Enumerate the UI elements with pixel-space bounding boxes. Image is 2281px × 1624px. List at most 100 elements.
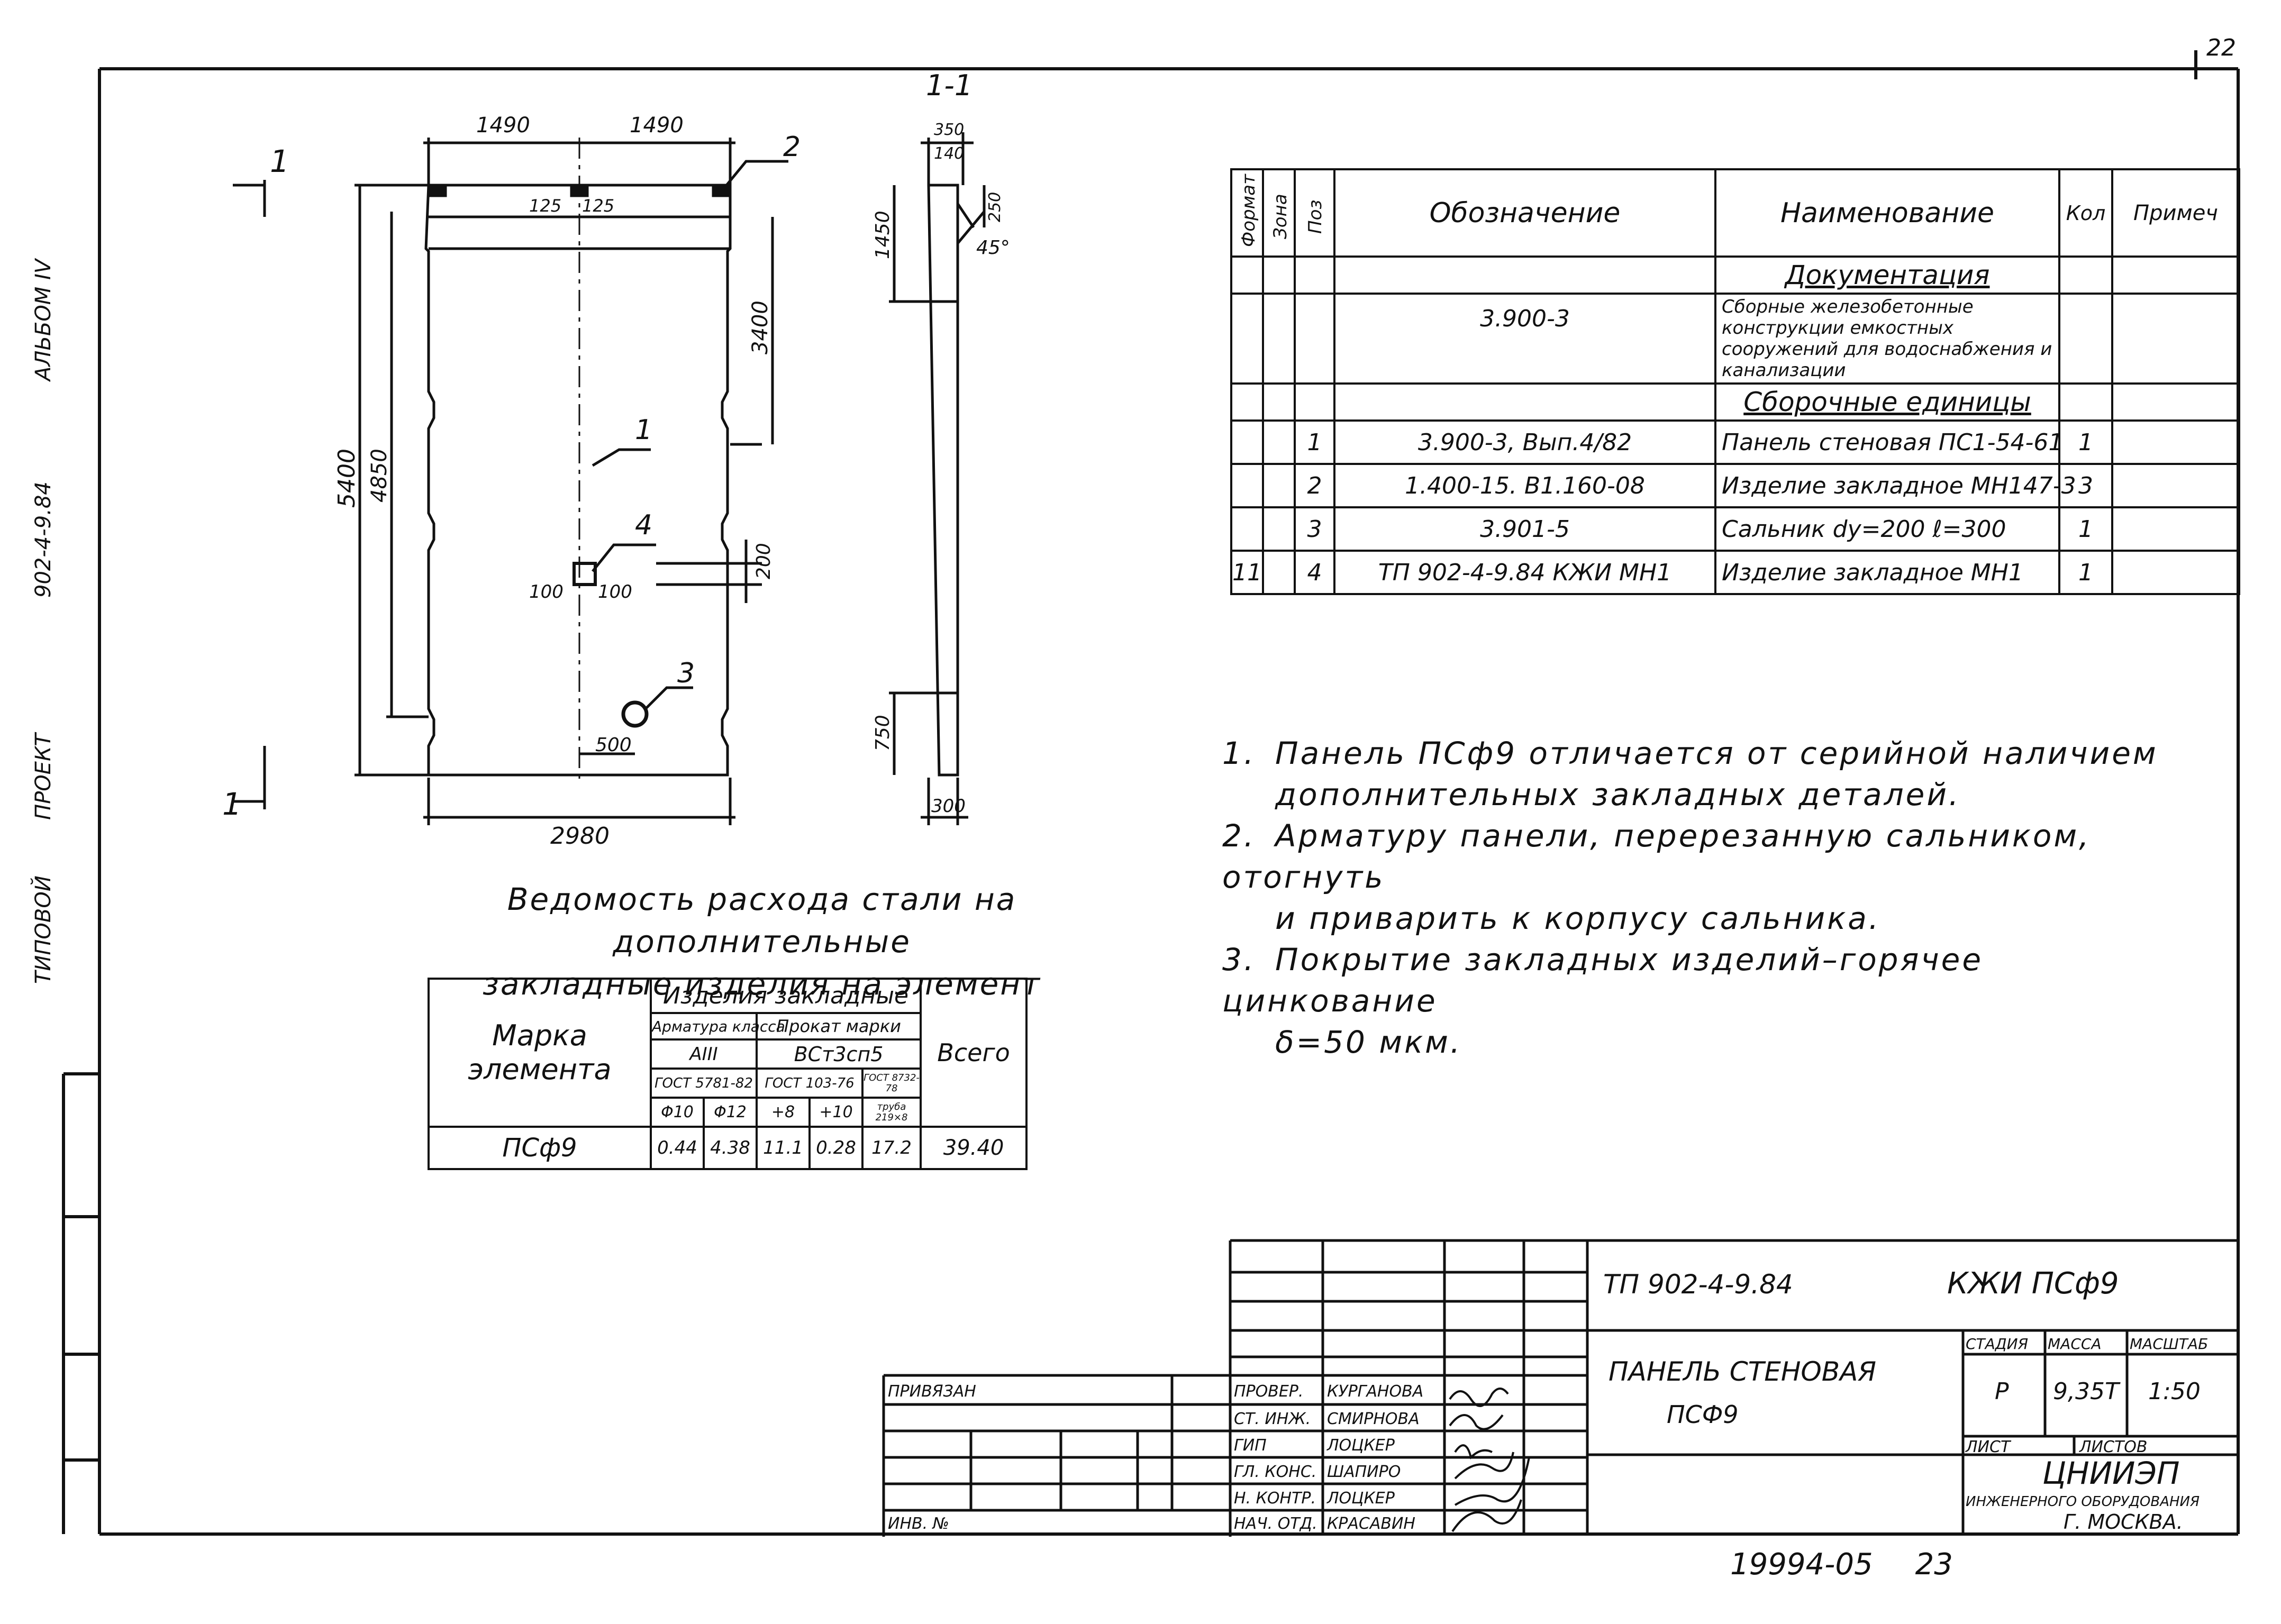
note-item: δ=50 мкм. bbox=[1275, 1024, 1462, 1060]
spec-pos: 3 bbox=[1294, 506, 1335, 552]
dim-width-left: 1490 bbox=[476, 113, 530, 138]
sheet-corner-number: 22 bbox=[2206, 34, 2236, 61]
signer-role: ГЛ. КОНС. bbox=[1234, 1463, 1316, 1481]
col-name: Наименование bbox=[1714, 168, 2060, 258]
organization-city: Г. МОСКВА. bbox=[2064, 1510, 2183, 1534]
dim-height-total: 5400 bbox=[333, 449, 360, 508]
dim-height-inner: 4850 bbox=[367, 449, 392, 503]
document-name-line2: ПСФ9 bbox=[1667, 1400, 1739, 1429]
col-pos: Поз bbox=[1305, 200, 1326, 234]
steel-data-row: ПСф9 0.44 4.38 11.1 0.28 17.2 39.40 bbox=[428, 1126, 1028, 1170]
steel-value: 0.44 bbox=[650, 1126, 705, 1170]
section-mark-label-bottom: 1 bbox=[222, 786, 242, 822]
svg-text:ТИПОВОЙ: ТИПОВОЙ bbox=[30, 875, 56, 984]
callout-4: 4 bbox=[635, 509, 652, 541]
steel-col: Φ10 bbox=[650, 1097, 705, 1128]
spec-name: Панель стеновая ПС1-54-61 bbox=[1714, 419, 2063, 465]
steel-col: +10 bbox=[808, 1097, 864, 1128]
steel-gost-2: ГОСТ 103-76 bbox=[756, 1068, 864, 1099]
note-item: дополнительных закладных деталей. bbox=[1275, 777, 1961, 813]
margin-typical-label: ТИПОВОЙ bbox=[21, 852, 63, 989]
notes-block: 1.Панель ПСф9 отличается от серийной нал… bbox=[1222, 733, 2175, 1063]
inventory-label: ИНВ. № bbox=[888, 1514, 949, 1533]
col-format: Формат bbox=[1238, 174, 1259, 247]
spec-qty: 1 bbox=[2058, 550, 2113, 595]
document-mark: КЖИ ПСф9 bbox=[1947, 1266, 2119, 1301]
section-mark-label-top: 1 bbox=[270, 143, 289, 179]
side-dim-1450: 1450 bbox=[872, 211, 894, 259]
steel-rebar-class: АIII bbox=[650, 1038, 758, 1070]
signer-name: ЛОЦКЕР bbox=[1326, 1489, 1395, 1508]
dim-200: 200 bbox=[753, 543, 775, 579]
side-angle: 45° bbox=[976, 237, 1010, 259]
signatures bbox=[1449, 1388, 1530, 1532]
stage-header: СТАДИЯ bbox=[1966, 1335, 2028, 1353]
dim-width-right: 1490 bbox=[630, 113, 684, 138]
title-block-main: ТП 902-4-9.84 КЖИ ПСф9 ПАНЕЛЬ СТЕНОВАЯ П… bbox=[1587, 1239, 2238, 1534]
callout-2: 2 bbox=[783, 131, 801, 163]
front-panel-outline bbox=[424, 184, 732, 777]
spec-pos: 1 bbox=[1294, 419, 1335, 465]
side-dim-140: 140 bbox=[934, 144, 964, 163]
svg-text:ПРОЕКТ: ПРОЕКТ bbox=[31, 732, 56, 820]
note-item: и приварить к корпусу сальника. bbox=[1275, 900, 1881, 936]
spec-qty: 1 bbox=[2058, 419, 2113, 465]
sheet-header: ЛИСТ bbox=[1965, 1438, 2012, 1456]
col-designation: Обозначение bbox=[1333, 168, 1716, 258]
signer-role: СТ. ИНЖ. bbox=[1234, 1410, 1311, 1428]
stage-value: Р bbox=[1995, 1378, 2009, 1405]
steel-mark-header: Марка элемента bbox=[428, 978, 652, 1128]
signer-role: НАЧ. ОТД. bbox=[1234, 1514, 1317, 1533]
steel-gost-3: ГОСТ 8732-78 bbox=[861, 1068, 922, 1099]
callout-3: 3 bbox=[677, 658, 695, 689]
spec-designation: 3.900-3, Вып.4/82 bbox=[1333, 419, 1716, 465]
side-dim-750: 750 bbox=[872, 715, 894, 751]
spec-row: 2 1.400-15. B1.160-08 Изделие закладное … bbox=[1230, 463, 2240, 508]
organization-name: ЦНИИЭП bbox=[2042, 1455, 2180, 1491]
signer-role: ГИП bbox=[1234, 1436, 1267, 1455]
steel-group-header: Изделия закладные bbox=[649, 978, 922, 1014]
panel-drawing: 1 1 1-1 1490 1490 125 125 5400 4850 3400… bbox=[222, 69, 1010, 850]
note-item: 2.Арматуру панели, перерезанную сальнико… bbox=[1222, 818, 2091, 895]
spec-designation: 3.901-5 bbox=[1333, 506, 1716, 552]
col-note: Примеч bbox=[2111, 168, 2240, 258]
side-dim-300: 300 bbox=[931, 796, 966, 817]
spec-qty: 1 bbox=[2058, 506, 2113, 552]
signer-name: КРАСАВИН bbox=[1327, 1514, 1415, 1533]
dim-100-left: 100 bbox=[529, 581, 564, 603]
side-dim-250: 250 bbox=[986, 192, 1004, 222]
spec-designation: 3.900-3 bbox=[1333, 293, 1716, 385]
section-documentation: Документация bbox=[1714, 256, 2060, 295]
dim-width-bottom: 2980 bbox=[550, 823, 610, 850]
spec-name: Сборные железобетонные конструкции емкос… bbox=[1714, 293, 2060, 385]
dim-125-left: 125 bbox=[529, 196, 561, 216]
steel-value: 0.28 bbox=[808, 1126, 864, 1170]
document-name-line1: ПАНЕЛЬ СТЕНОВАЯ bbox=[1608, 1356, 1876, 1387]
signer-name: ЛОЦКЕР bbox=[1326, 1436, 1395, 1455]
svg-text:АЛЬБОМ IV: АЛЬБОМ IV bbox=[31, 258, 56, 382]
spec-header-row: Формат Зона Поз Обозначение Наименование… bbox=[1230, 168, 2240, 258]
margin-project-label: ПРОЕКТ bbox=[21, 698, 63, 825]
section-assembly-units: Сборочные единицы bbox=[1714, 382, 2060, 422]
steel-col: труба 219×8 bbox=[861, 1097, 922, 1128]
spec-row: 3.900-3 Сборные железобетонные конструкц… bbox=[1230, 293, 2240, 385]
callout-1: 1 bbox=[635, 414, 652, 446]
sheets-header: ЛИСТОВ bbox=[2079, 1438, 2147, 1456]
dim-125-right: 125 bbox=[582, 196, 614, 216]
specification-table: Формат Зона Поз Обозначение Наименование… bbox=[1230, 168, 2240, 595]
steel-rolled-header: Прокат марки bbox=[755, 1012, 922, 1041]
signer-name: ШАПИРО bbox=[1327, 1463, 1401, 1481]
organization-sub: ИНЖЕНЕРНОГО ОБОРУДОВАНИЯ bbox=[1966, 1494, 2200, 1510]
spec-row: Сборочные единицы bbox=[1230, 382, 2240, 422]
spec-row: 3 3.901-5 Сальник dу=200 ℓ=300 1 bbox=[1230, 506, 2240, 552]
spec-row: 1 3.900-3, Вып.4/82 Панель стеновая ПС1-… bbox=[1230, 419, 2240, 465]
spec-qty: 3 bbox=[2058, 463, 2113, 508]
steel-gost-1: ГОСТ 5781-82 bbox=[650, 1068, 758, 1099]
spec-name: Сальник dу=200 ℓ=300 bbox=[1714, 506, 2060, 552]
steel-schedule-table: Марка элемента Изделия закладные Всего А… bbox=[428, 978, 1028, 1170]
steel-value: 4.38 bbox=[703, 1126, 758, 1170]
steel-row-total: 39.40 bbox=[920, 1126, 1028, 1170]
bound-label: ПРИВЯЗАН bbox=[888, 1382, 976, 1401]
steel-value: 11.1 bbox=[756, 1126, 811, 1170]
